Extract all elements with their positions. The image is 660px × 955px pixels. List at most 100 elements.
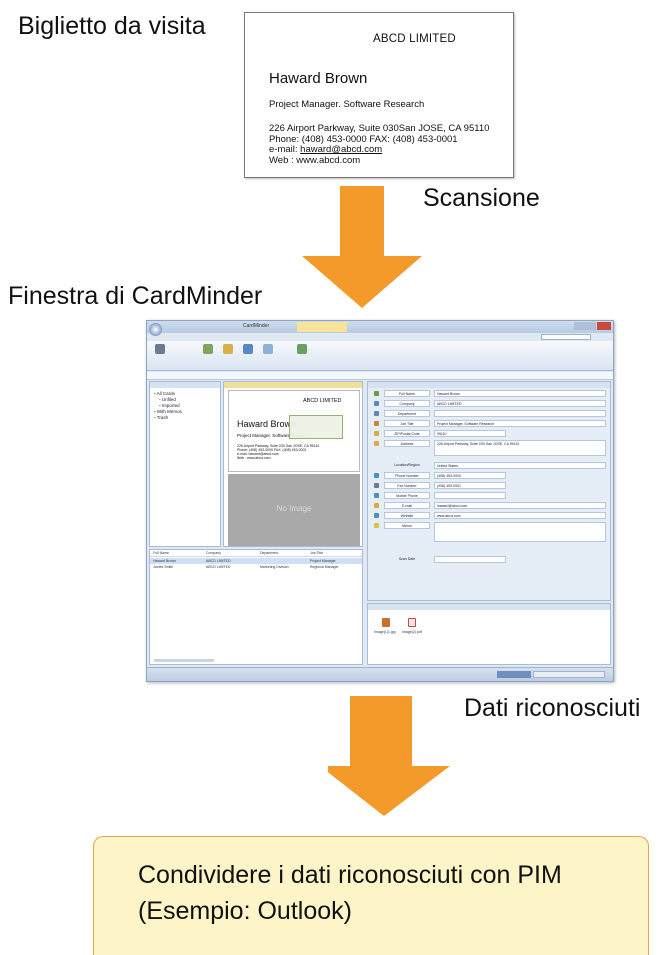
- email-icon: [374, 503, 379, 508]
- card-list: Full Name Company Department Job Title H…: [149, 549, 363, 665]
- table-row[interactable]: James Smith ABCD LIMITED Marketing Divis…: [153, 565, 339, 569]
- file-name: Image(1)1.jpg: [374, 630, 396, 634]
- card-image-front: ABCD LIMITED Haward Brown Project Manage…: [228, 390, 360, 472]
- pdf-file-icon[interactable]: [408, 618, 416, 627]
- search-input[interactable]: [541, 334, 591, 340]
- zoom-slider[interactable]: [533, 671, 605, 678]
- edit-icon[interactable]: [223, 344, 233, 354]
- business-card-label: Biglietto da visita: [18, 12, 206, 40]
- scan-icon[interactable]: [155, 344, 165, 354]
- address-icon: [374, 441, 379, 446]
- card-email-line: e-mail: haward@abcd.com: [269, 144, 489, 156]
- recognized-data-label: Dati riconosciuti: [464, 694, 641, 722]
- file-name: Image(2).pdf: [402, 630, 422, 634]
- department-icon: [374, 411, 379, 416]
- image-toolbar[interactable]: [289, 415, 343, 439]
- context-tab: [297, 322, 347, 332]
- scan-label: Scansione: [423, 184, 540, 212]
- card-name: Haward Brown: [269, 70, 368, 87]
- tree-item[interactable]: ▪ All Cards: [154, 391, 175, 396]
- field-department: Department: [372, 410, 608, 418]
- card-detail-header: [368, 382, 610, 388]
- job-title-icon: [374, 421, 379, 426]
- ribbon-groups: [147, 365, 613, 371]
- mail-icon: [374, 431, 379, 436]
- horizontal-scrollbar[interactable]: [154, 659, 214, 662]
- field-memo: Memo: [372, 522, 608, 542]
- column-header[interactable]: Company: [206, 551, 221, 555]
- close-icon[interactable]: [597, 322, 611, 330]
- status-button[interactable]: [497, 671, 531, 678]
- phone-icon: [374, 473, 379, 478]
- app-menu-icon[interactable]: [149, 323, 162, 336]
- card-contact-block: 226 Airport Parkway, Suite 030San JOSE, …: [269, 123, 490, 166]
- title-bar: CardMinder: [147, 321, 613, 333]
- attached-files-header: [368, 604, 610, 610]
- recognize-icon[interactable]: [203, 344, 213, 354]
- image-file-icon[interactable]: [382, 618, 390, 627]
- cardminder-window: CardMinder ​ ​ ​ ​ ▪ All Cards ▪ Unfiled…: [146, 320, 614, 682]
- column-header[interactable]: Job Title: [310, 551, 324, 555]
- card-email: haward@abcd.com: [300, 144, 383, 155]
- field-mobile: Mobile Phone: [372, 492, 608, 500]
- ribbon: [147, 341, 613, 371]
- arrow-recognized-shape: [328, 696, 450, 816]
- card-phone: Phone: (408) 453-0000 FAX: (408) 453-000…: [269, 133, 458, 145]
- no-image-text: No Image: [276, 504, 312, 513]
- globe-icon: [374, 513, 379, 518]
- tree-item[interactable]: ▪ Imported: [159, 403, 180, 408]
- field-phone: Phone Number(408) 453-0000: [372, 472, 608, 480]
- column-header[interactable]: Department: [260, 551, 279, 555]
- business-card: ABCD LIMITED Haward Brown Project Manage…: [244, 12, 514, 178]
- preview-contact: 226 Airport Parkway, Suite 030 San JOSE,…: [237, 444, 320, 460]
- folder-tree: ▪ All Cards ▪ Unfiled ▪ Imported ▪ With …: [154, 391, 182, 421]
- table-row[interactable]: Haward Brown ABCD LIMITED Project Manage…: [150, 558, 362, 564]
- card-web: Web : www.abcd.com: [269, 154, 361, 166]
- card-image-pane-header: [224, 382, 362, 388]
- card-email-prefix: e-mail:: [269, 144, 301, 155]
- arrow-scan-shape: [302, 186, 422, 308]
- window-title: CardMinder: [243, 323, 270, 329]
- pim-box-line1: Condividere i dati riconosciuti con PIM: [138, 861, 562, 889]
- card-list-header: Full Name Company Department Job Title: [150, 550, 362, 557]
- card-title: Project Manager. Software Research: [269, 99, 425, 110]
- status-bar: [147, 667, 613, 681]
- export-icon[interactable]: [297, 344, 307, 354]
- card-address: 226 Airport Parkway, Suite 030San JOSE, …: [269, 123, 490, 134]
- pim-box-line2: (Esempio: Outlook): [138, 897, 352, 925]
- tree-item[interactable]: ▪ With Memos: [154, 409, 182, 414]
- company-icon: [374, 401, 379, 406]
- preview-title: Project Manager. Software Research: [237, 433, 311, 438]
- folder-pane-header: [150, 382, 220, 388]
- folder-pane: ▪ All Cards ▪ Unfiled ▪ Imported ▪ With …: [149, 381, 221, 547]
- card-company: ABCD LIMITED: [373, 33, 456, 45]
- cardminder-window-label: Finestra di CardMinder: [8, 282, 263, 310]
- find-icon[interactable]: [243, 344, 253, 354]
- fax-icon: [374, 483, 379, 488]
- field-fax: Fax Number(408) 453-0001: [372, 482, 608, 490]
- tree-item[interactable]: ▪ Unfiled: [159, 397, 176, 402]
- tree-item[interactable]: ▪ Trash: [154, 415, 169, 420]
- card-image-back: No Image: [228, 474, 360, 546]
- memo-icon: [374, 523, 379, 528]
- window-controls[interactable]: [574, 322, 596, 330]
- pim-share-box: Condividere i dati riconosciuti con PIM …: [93, 836, 649, 955]
- field-scan-date: Scan Date: [372, 556, 608, 564]
- duplicate-icon[interactable]: [263, 344, 273, 354]
- ribbon-tabs: ​ ​ ​ ​: [165, 333, 220, 349]
- column-header[interactable]: Full Name: [153, 551, 169, 555]
- person-icon: [374, 391, 379, 396]
- preview-company: ABCD LIMITED: [303, 398, 342, 404]
- arrow-down-icon: [328, 696, 450, 816]
- attached-files-pane: Image(1)1.jpg Image(2).pdf: [367, 603, 611, 665]
- mobile-icon: [374, 493, 379, 498]
- arrow-down-icon: [302, 186, 422, 308]
